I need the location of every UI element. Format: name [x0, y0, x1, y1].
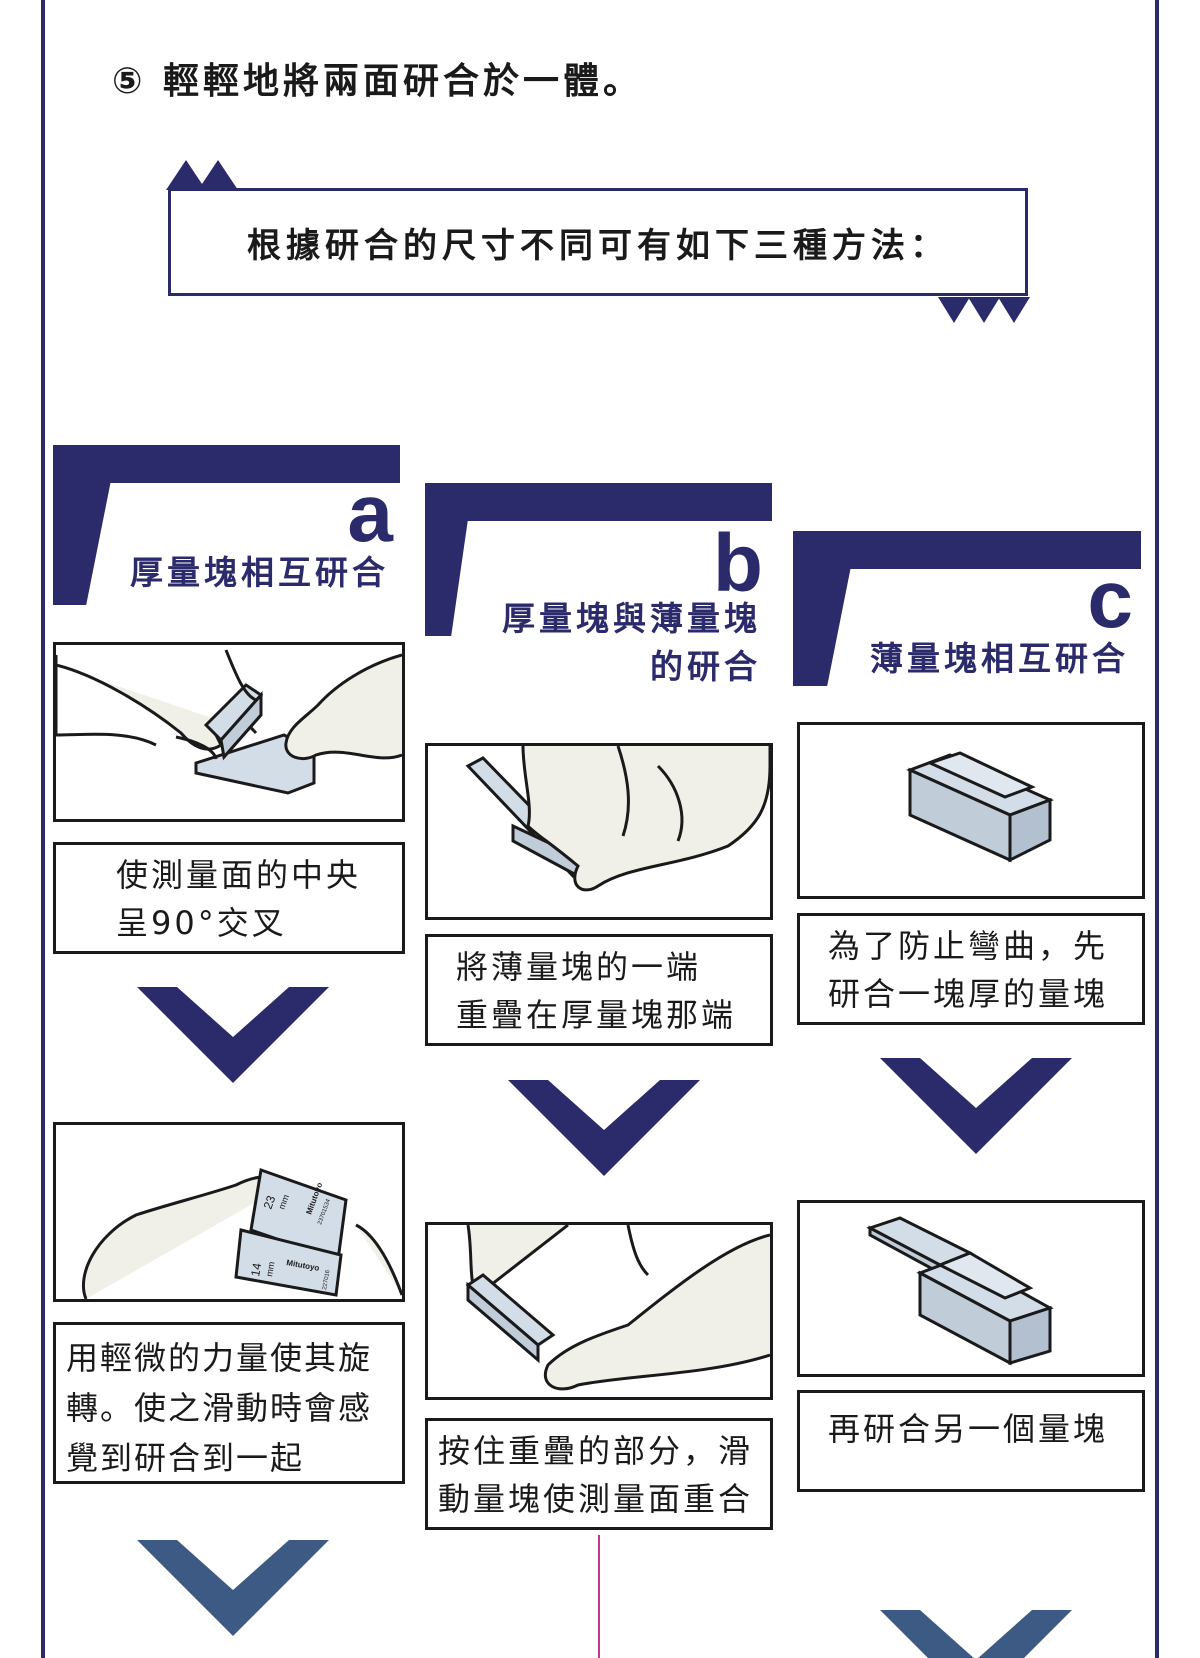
chevron-down-icon — [137, 1540, 329, 1636]
step-text-a1-line1: 使測量面的中央 — [116, 856, 362, 894]
illustration-c1 — [797, 722, 1145, 899]
column-b-title-line1: 厚量塊與薄量塊 — [502, 599, 761, 638]
column-c-letter: c — [1087, 554, 1133, 645]
column-b-header-card — [441, 521, 775, 707]
step-text-a2: 用輕微的力量使其旋 轉。使之滑動時會感 覺到研合到一起 — [53, 1322, 405, 1484]
block-size-bottom: 14 — [248, 1262, 264, 1278]
illustration-b2 — [425, 1222, 773, 1400]
intro-tab-bottom-right — [938, 297, 1030, 323]
intro-text: 根據研合的尺寸不同可有如下三種方法： — [247, 225, 949, 266]
step-text-a1: 使測量面的中央 呈90°交叉 — [53, 842, 405, 954]
illustration-c2 — [797, 1200, 1145, 1377]
step5-text: ⑤ 輕輕地將兩面研合於一體。 — [112, 61, 644, 102]
step-text-b1-line1: 將薄量塊的一端 — [456, 948, 702, 986]
column-b-header: b 厚量塊與薄量塊 的研合 — [425, 483, 775, 711]
step-text-b2-line1: 按住重疊的部分，滑 — [438, 1432, 754, 1470]
chevron-down-icon — [508, 1080, 700, 1176]
illustration-b1 — [425, 743, 773, 920]
step-text-a2-line3: 覺到研合到一起 — [66, 1439, 305, 1477]
page-frame-right — [1155, 0, 1159, 1658]
step-text-c1: 為了防止彎曲，先 研合一塊厚的量塊 — [797, 913, 1145, 1025]
chevron-down-icon — [137, 987, 329, 1083]
column-c-header-card — [825, 569, 1143, 697]
column-a-letter: a — [347, 468, 393, 559]
column-c-title: 薄量塊相互研合 — [870, 635, 1129, 683]
illustration-a2: 23 mm Mitutoyo 23701534 14 mm Mitutoyo 2… — [53, 1122, 405, 1302]
block-size-top: 23 — [261, 1193, 279, 1211]
illustration-a1 — [53, 642, 405, 822]
column-b-letter: b — [712, 518, 763, 609]
step-text-c2-line1: 再研合另一個量塊 — [828, 1410, 1109, 1448]
column-c-header: c 薄量塊相互研合 — [793, 531, 1143, 701]
connector-line — [598, 1535, 600, 1658]
step-text-a2-line2: 轉。使之滑動時會感 — [66, 1389, 373, 1427]
column-a-title-line: 厚量塊相互研合 — [130, 553, 389, 592]
step-text-b1-line2: 重疊在厚量塊那端 — [456, 996, 737, 1034]
chevron-down-icon — [880, 1058, 1072, 1154]
step-text-b2-line2: 動量塊使測量面重合 — [438, 1480, 754, 1518]
block-unit-bottom: mm — [264, 1261, 276, 1278]
intro-tab-top-left — [166, 160, 238, 190]
page-frame-left — [41, 0, 45, 1658]
column-c-title-line: 薄量塊相互研合 — [870, 639, 1129, 678]
chevron-down-icon — [880, 1610, 1072, 1658]
step-text-c1-line1: 為了防止彎曲，先 — [828, 927, 1109, 965]
column-a-header: a 厚量塊相互研合 — [53, 445, 403, 615]
block-serial-bottom: 227016 — [322, 1269, 332, 1290]
step-text-b2: 按住重疊的部分，滑 動量塊使測量面重合 — [425, 1418, 773, 1530]
block-unit-top: mm — [276, 1193, 291, 1211]
step-text-a1-line2: 呈90°交叉 — [116, 904, 287, 942]
step-text-b1: 將薄量塊的一端 重疊在厚量塊那端 — [425, 934, 773, 1046]
column-b-title-line2: 的研合 — [650, 647, 761, 686]
intro-box: 根據研合的尺寸不同可有如下三種方法： — [168, 188, 1028, 296]
column-a-header-card — [85, 483, 403, 611]
step-text-c1-line2: 研合一塊厚的量塊 — [828, 975, 1109, 1013]
column-a-title: 厚量塊相互研合 — [130, 549, 389, 597]
step-text-c2: 再研合另一個量塊 — [797, 1390, 1145, 1492]
step-text-a2-line1: 用輕微的力量使其旋 — [66, 1339, 373, 1377]
column-b-title: 厚量塊與薄量塊 的研合 — [502, 595, 761, 691]
